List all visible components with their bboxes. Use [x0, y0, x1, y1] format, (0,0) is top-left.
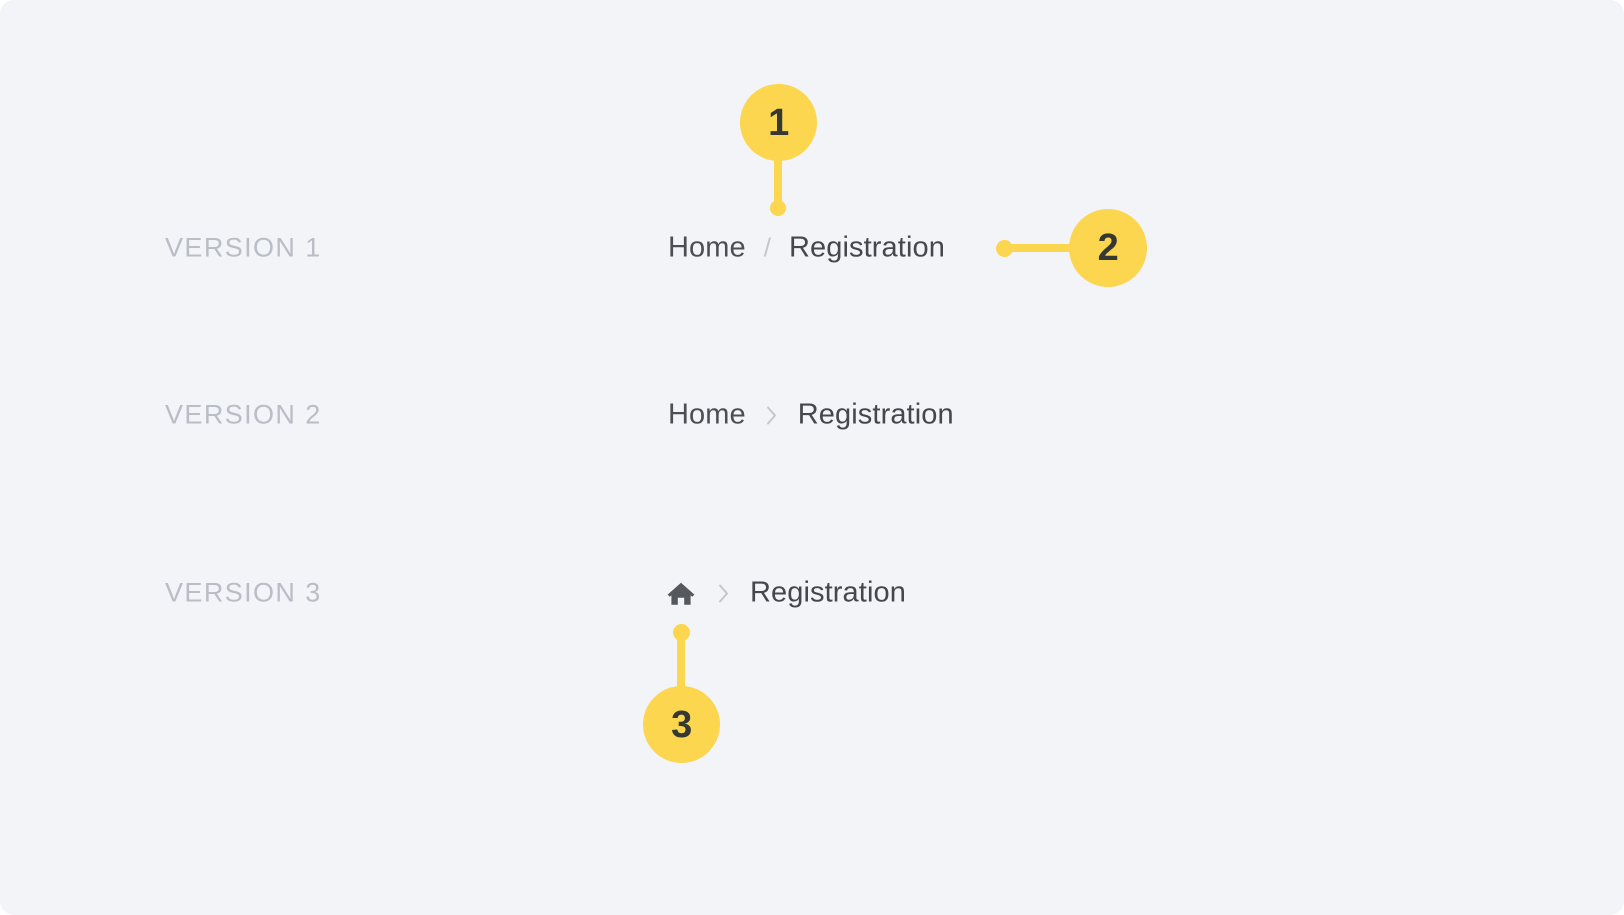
callout-connector-3: [677, 634, 685, 694]
breadcrumb-version-2: Home Registration: [668, 399, 954, 432]
version-label-3: VERSION 3: [165, 577, 322, 608]
callout-anchor-dot-3: [673, 624, 690, 641]
callout-marker-1[interactable]: 1: [740, 84, 817, 161]
callout-marker-number: 2: [1097, 227, 1119, 269]
breadcrumb-item-home[interactable]: Home: [668, 231, 746, 264]
home-icon[interactable]: [666, 578, 696, 608]
version-label-2: VERSION 2: [165, 399, 322, 430]
callout-anchor-dot-2: [996, 240, 1013, 257]
chevron-right-icon: [766, 404, 778, 426]
callout-connector-1: [774, 155, 782, 209]
callout-marker-number: 3: [671, 703, 692, 746]
breadcrumb-item-registration[interactable]: Registration: [797, 398, 954, 431]
callout-connector-2: [1004, 244, 1084, 252]
breadcrumb-version-1: Home / Registration: [668, 232, 945, 265]
callout-marker-number: 1: [768, 101, 789, 144]
callout-marker-3[interactable]: 3: [643, 686, 720, 763]
version-label-1: VERSION 1: [165, 232, 322, 263]
breadcrumb-item-registration[interactable]: Registration: [789, 231, 945, 264]
breadcrumb-item-home[interactable]: Home: [668, 398, 746, 431]
breadcrumb-version-3: Registration: [666, 577, 906, 610]
callout-marker-2[interactable]: 2: [1069, 209, 1147, 287]
chevron-right-icon: [718, 582, 730, 604]
callout-anchor-dot-1: [770, 200, 786, 216]
breadcrumb-item-registration[interactable]: Registration: [750, 576, 906, 609]
breadcrumb-separator-slash: /: [763, 232, 771, 263]
